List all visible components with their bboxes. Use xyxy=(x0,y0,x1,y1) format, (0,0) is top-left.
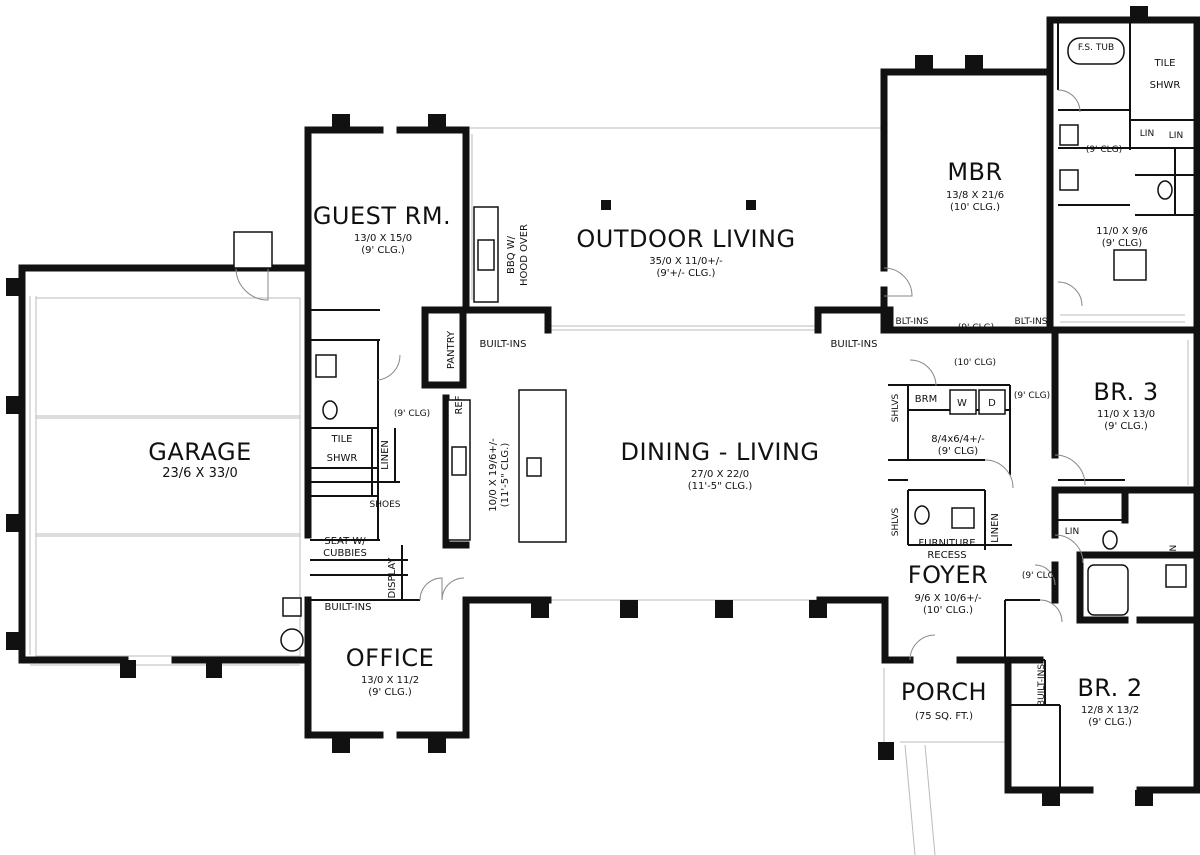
label-clg-laundry-9: (9' CLG) xyxy=(1014,391,1050,401)
room-dining-name: DINING - LIVING xyxy=(620,438,819,466)
label-tile-guest: TILE xyxy=(331,434,353,445)
label-clg-guest-hall: (9' CLG) xyxy=(394,409,430,419)
room-garage-dims: 23/6 X 33/0 xyxy=(162,466,238,481)
room-outdoor-clg: (9'+/- CLG.) xyxy=(657,268,716,279)
label-clg-br-hall: (9' CLG) xyxy=(1022,571,1058,581)
label-shwr-guest: SHWR xyxy=(327,453,358,464)
room-br3-dims: 11/0 X 13/0 xyxy=(1097,409,1155,420)
room-mbr-clg: (10' CLG.) xyxy=(950,202,1000,213)
label-tile-mbr: TILE xyxy=(1154,58,1176,69)
garage-door-panels xyxy=(35,297,301,657)
label-shoes: SHOES xyxy=(370,500,401,510)
room-porch-name: PORCH xyxy=(901,678,987,706)
room-dining-dims: 27/0 X 22/0 xyxy=(691,469,749,480)
label-lin-mbr-1: LIN xyxy=(1140,129,1154,139)
room-guest-name: GUEST RM. xyxy=(313,202,451,230)
label-linen-guest: LINEN xyxy=(380,440,391,470)
room-br2-dims: 12/8 X 13/2 xyxy=(1081,705,1139,716)
room-guest-clg: (9' CLG.) xyxy=(361,245,405,256)
room-mbr-dims: 13/8 X 21/6 xyxy=(946,190,1004,201)
room-foyer-clg: (10' CLG.) xyxy=(923,605,973,616)
label-pantry: PANTRY xyxy=(446,330,457,369)
doors xyxy=(233,89,1086,661)
room-office-dims: 13/0 X 11/2 xyxy=(361,675,419,686)
label-ref: REF xyxy=(454,395,465,414)
label-hood-over: HOOD OVER xyxy=(519,224,530,286)
fixtures xyxy=(280,37,1187,652)
label-furniture: FURNITURE xyxy=(918,538,975,549)
room-br2-name: BR. 2 xyxy=(1077,674,1142,702)
label-lin-br3: LIN xyxy=(1065,527,1079,537)
room-laundry-dims: 8/4x6/4+/- xyxy=(931,434,985,445)
label-built-ins-office: BUILT-INS xyxy=(325,602,372,613)
label-built-ins-br2: BUILT-INS xyxy=(1037,664,1047,706)
label-lin-mbr-2: LIN xyxy=(1169,131,1183,141)
room-office-clg: (9' CLG.) xyxy=(368,687,412,698)
interior-walls xyxy=(310,22,1195,790)
glazing-lines xyxy=(29,127,1189,855)
label-fs-tub: F.S. TUB xyxy=(1078,43,1114,53)
room-dining-clg: (11'-5" CLG.) xyxy=(688,481,753,492)
room-br2-clg: (9' CLG.) xyxy=(1088,717,1132,728)
label-w: W xyxy=(957,398,967,409)
label-recess: RECESS xyxy=(927,550,966,561)
exterior-walls xyxy=(18,16,1200,794)
room-br3-name: BR. 3 xyxy=(1093,378,1158,406)
label-clg-mbr-bath: (9' CLG) xyxy=(1086,145,1122,155)
room-closet-clg: (9' CLG) xyxy=(1102,238,1142,249)
label-shlvs-1: SHLVS xyxy=(891,394,901,423)
room-mbr-name: MBR xyxy=(947,158,1002,186)
label-d: D xyxy=(988,398,996,409)
label-shwr-mbr: SHWR xyxy=(1150,80,1181,91)
room-porch-dims: (75 SQ. FT.) xyxy=(915,711,973,722)
room-laundry-clg: (9' CLG) xyxy=(938,446,978,457)
label-built-ins-right: BUILT-INS xyxy=(831,339,878,350)
room-garage-name: GARAGE xyxy=(148,438,251,466)
label-shlvs-2: SHLVS xyxy=(891,508,901,537)
room-kitchen-clg: (11'-5" CLG.) xyxy=(500,443,511,508)
label-clg-hall: (9' CLG) xyxy=(958,323,994,333)
label-bbq: BBQ W/ xyxy=(506,235,517,274)
label-lin-br2: LIN xyxy=(1169,545,1179,559)
room-office-name: OFFICE xyxy=(346,644,435,672)
room-foyer-dims: 9/6 X 10/6+/- xyxy=(914,593,982,604)
label-clg-hall-10: (10' CLG) xyxy=(954,358,996,368)
label-cubbies: CUBBIES xyxy=(323,548,367,559)
label-brm: BRM xyxy=(915,394,937,405)
room-br3-clg: (9' CLG.) xyxy=(1104,421,1148,432)
room-closet-dims: 11/0 X 9/6 xyxy=(1096,226,1148,237)
columns xyxy=(6,6,1153,806)
label-linen-foyer: LINEN xyxy=(990,513,1001,543)
label-blt-ins-right: BLT-INS xyxy=(1015,317,1048,327)
room-foyer-name: FOYER xyxy=(908,561,988,589)
room-kitchen-dims: 10/0 X 19/6+/- xyxy=(488,438,499,512)
label-built-ins-left: BUILT-INS xyxy=(480,339,527,350)
room-outdoor-dims: 35/0 X 11/0+/- xyxy=(649,256,723,267)
room-outdoor-name: OUTDOOR LIVING xyxy=(576,225,795,253)
room-guest-dims: 13/0 X 15/0 xyxy=(354,233,412,244)
label-display: DISPLAY xyxy=(387,557,398,599)
label-blt-ins-left: BLT-INS xyxy=(896,317,929,327)
label-seat-w: SEAT W/ xyxy=(324,536,366,547)
